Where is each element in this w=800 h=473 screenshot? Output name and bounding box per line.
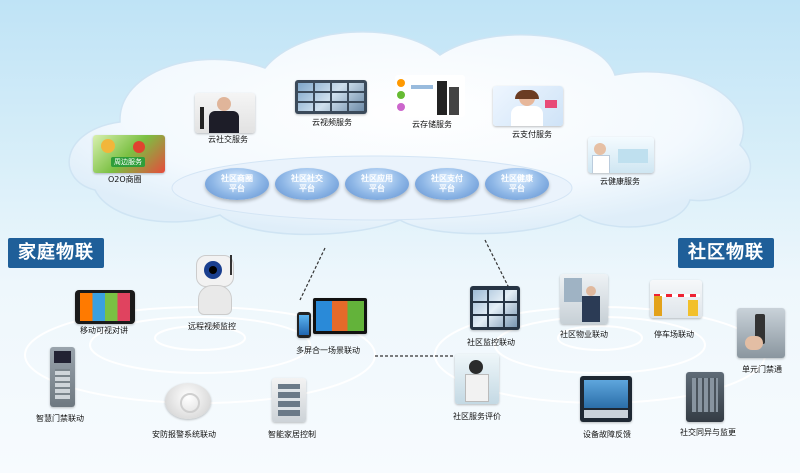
- o2o-market-image: 周边服务: [93, 135, 165, 173]
- community-node-label: 设备故障反馈: [583, 430, 631, 439]
- home-iot-title: 家庭物联: [8, 238, 104, 268]
- o2o-banner: 周边服务: [111, 157, 145, 167]
- smart-home-switch-image: [272, 378, 306, 422]
- surveillance-wall-image: [470, 286, 520, 330]
- tablet-intercom-image: [75, 290, 135, 324]
- home-node-label: 多屏合一场景联动: [296, 346, 360, 355]
- health-service-image: [588, 137, 654, 173]
- cloud-service-label: 云存储服务: [412, 120, 452, 129]
- cloud-service-label: O2O商圈: [108, 175, 142, 184]
- community-node-label: 单元门禁通: [742, 365, 782, 374]
- cloud-service-label: 云健康服务: [600, 177, 640, 186]
- video-service-image: [295, 80, 367, 114]
- cloud-service-label: 云支付服务: [512, 130, 552, 139]
- smoke-alarm-image: [165, 383, 211, 419]
- unit-door-lock-image: [737, 308, 785, 358]
- platform-bubble-health: 社区健康 平台: [485, 168, 549, 200]
- community-node-label: 社区监控联动: [467, 338, 515, 347]
- platform-bubble-apps: 社区应用 平台: [345, 168, 409, 200]
- community-iot-title: 社区物联: [678, 238, 774, 268]
- home-node-label: 移动可视对讲: [80, 326, 128, 335]
- property-office-image: [560, 274, 608, 324]
- home-node-label: 远程视频监控: [188, 322, 236, 331]
- home-node-label: 安防报警系统联动: [152, 430, 216, 439]
- community-node-label: 社区物业联动: [560, 330, 608, 339]
- home-node-label: 智能家居控制: [268, 430, 316, 439]
- service-evaluation-image: [455, 354, 499, 404]
- community-cabinet-image: [686, 372, 724, 422]
- parking-gate-image: [650, 280, 702, 318]
- home-node-label: 智慧门禁联动: [36, 414, 84, 423]
- community-node-label: 社交同异与监更: [680, 428, 736, 437]
- social-service-image: [195, 93, 255, 133]
- community-node-label: 社区服务评价: [453, 412, 501, 421]
- cloud-service-label: 云视频服务: [312, 118, 352, 127]
- cloud-service-label: 云社交服务: [208, 135, 248, 144]
- smartphone-image: [297, 312, 311, 338]
- payment-service-image: [493, 86, 563, 126]
- door-intercom-panel-image: [50, 347, 75, 407]
- community-node-label: 停车场联动: [654, 330, 694, 339]
- platform-bubble-payment: 社区支付 平台: [415, 168, 479, 200]
- platform-bubble-social: 社区社交 平台: [275, 168, 339, 200]
- fault-feedback-laptop-image: [580, 376, 632, 422]
- platform-bubble-commerce: 社区商圈 平台: [205, 168, 269, 200]
- storage-service-image: [395, 75, 465, 117]
- ip-camera-image: [192, 255, 236, 317]
- smart-tv-image: [313, 298, 367, 334]
